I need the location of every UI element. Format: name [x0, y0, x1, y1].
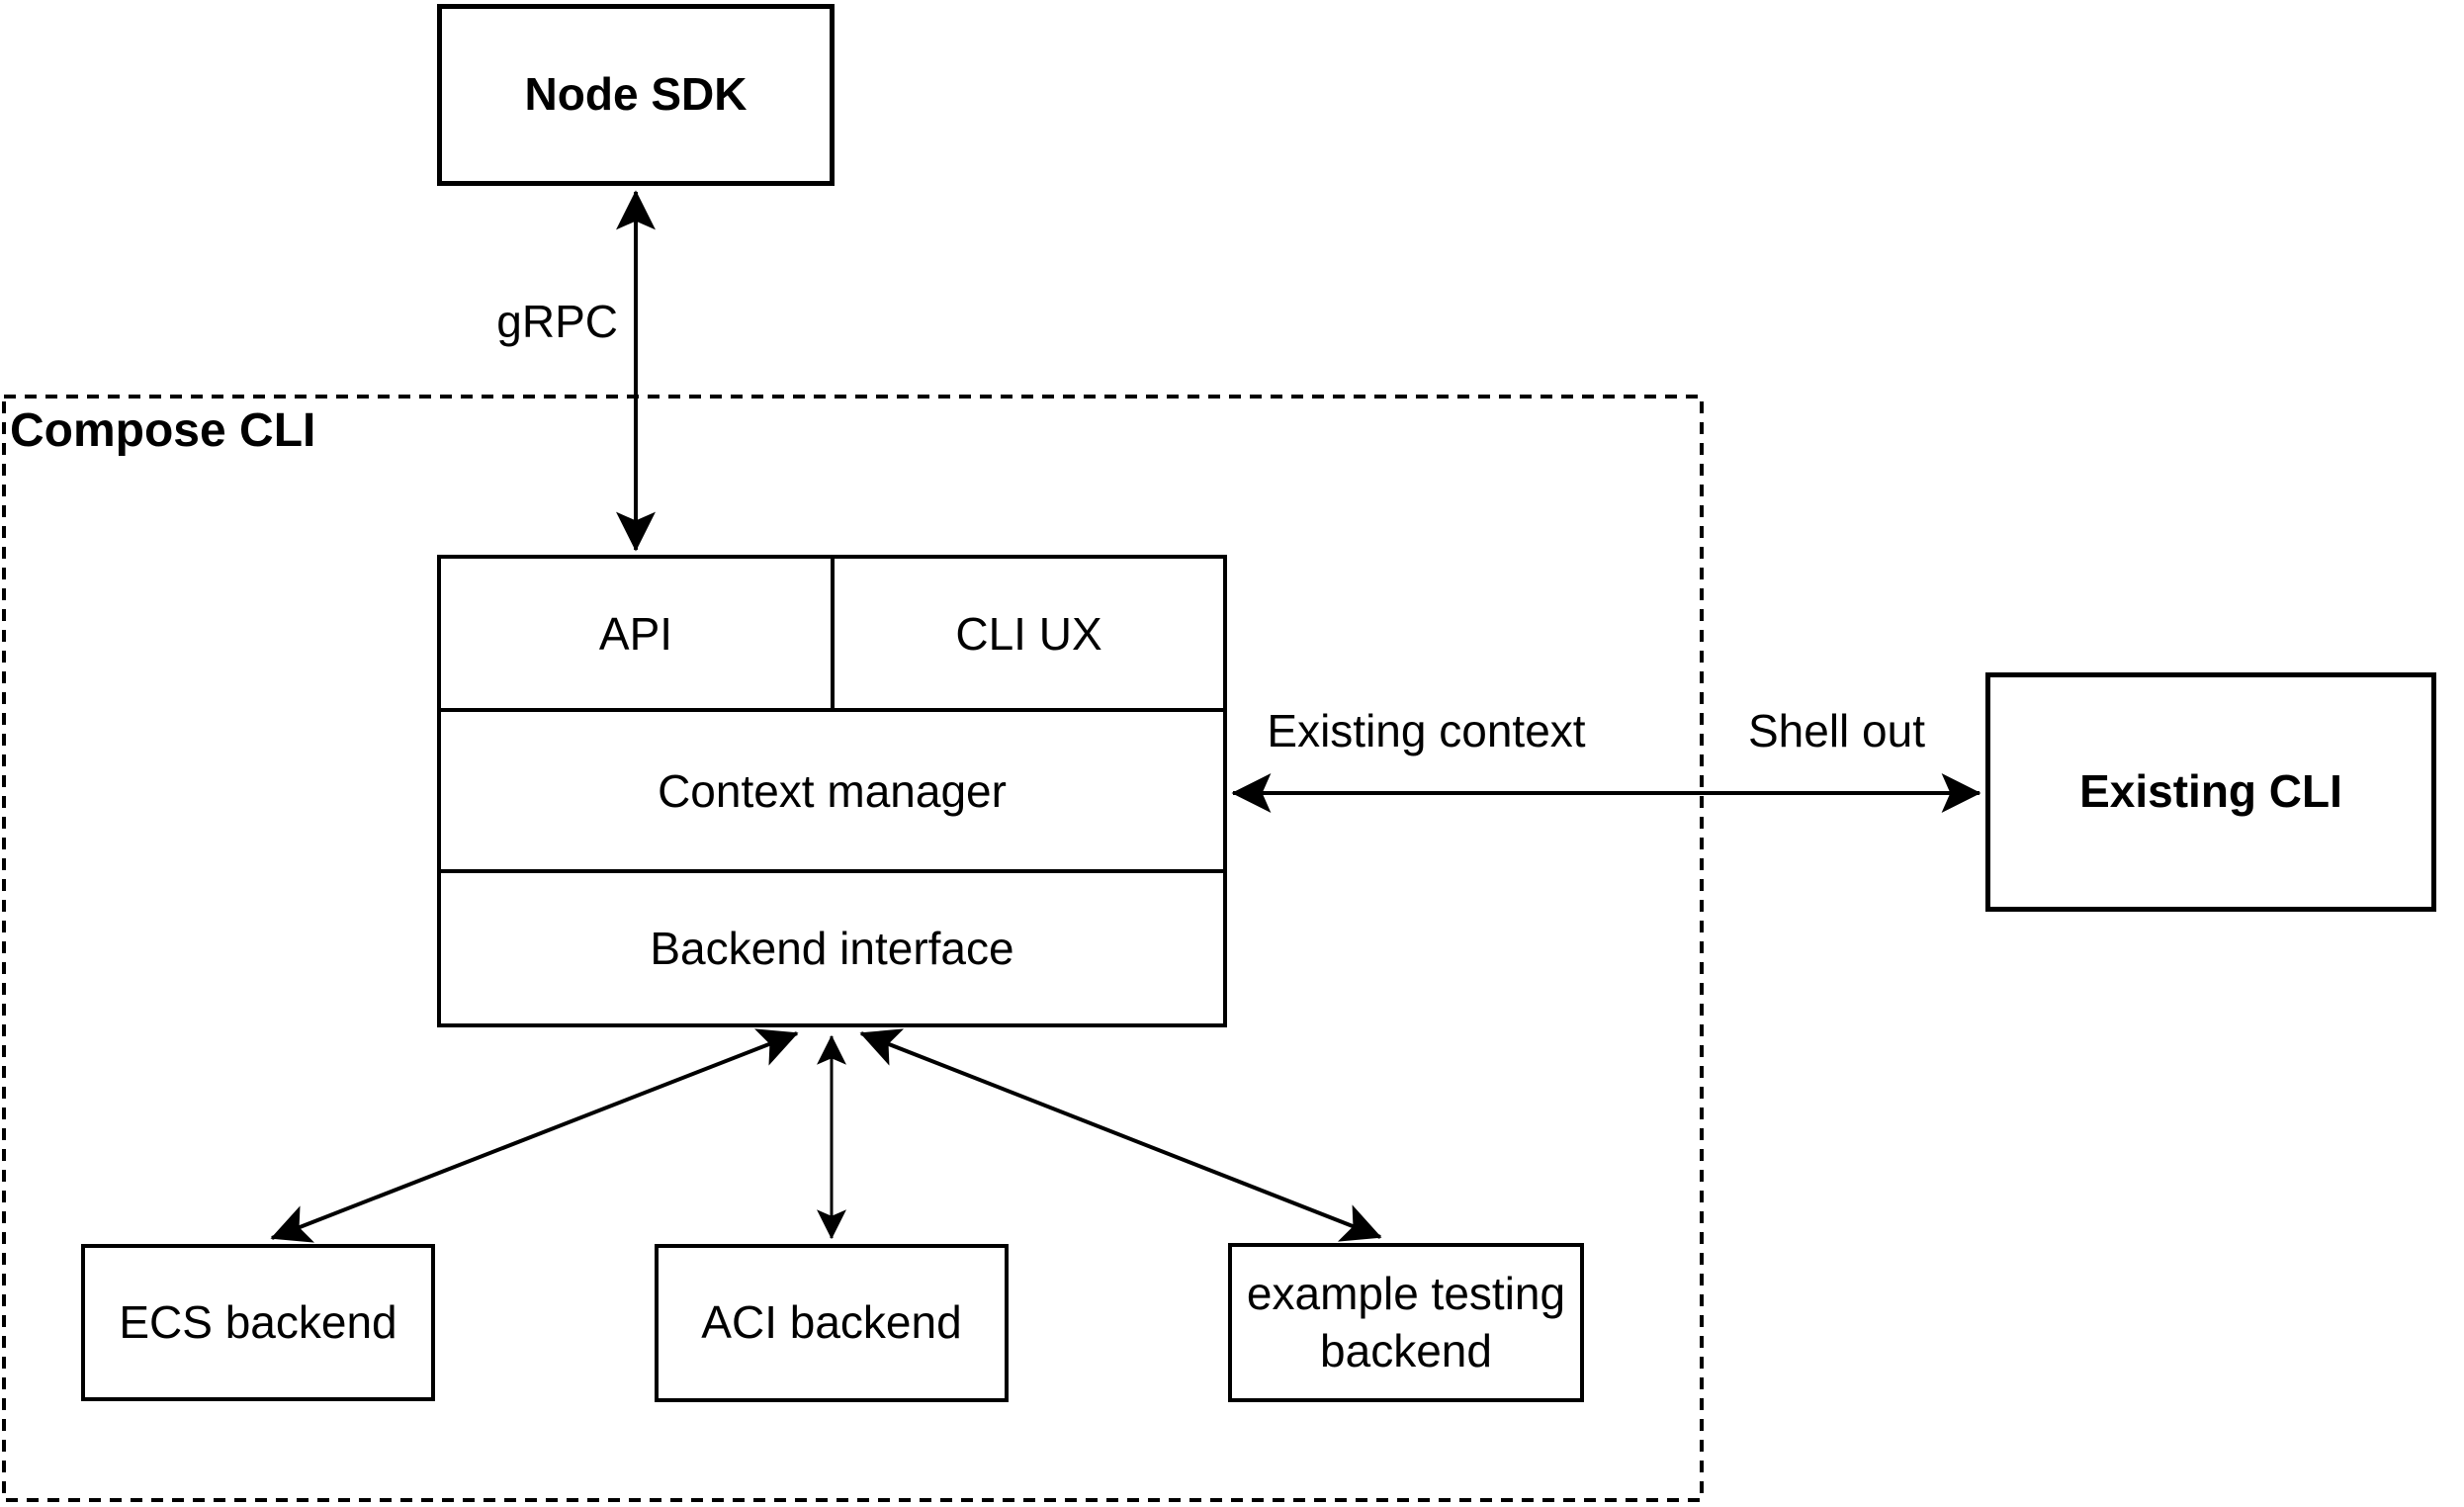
- ecs-backend-arrow: [270, 1028, 799, 1243]
- example-testing-backend-label: example testing backend: [1246, 1268, 1566, 1376]
- top-row: API CLI UX: [441, 559, 1223, 712]
- aci-backend-label: ACI backend: [701, 1296, 962, 1349]
- node-sdk-box: Node SDK: [437, 4, 835, 186]
- api-cell: API: [441, 559, 835, 708]
- aci-backend-box: ACI backend: [655, 1244, 1009, 1402]
- compose-cli-core-box: API CLI UX Context manager Backend inter…: [437, 555, 1227, 1027]
- example-testing-backend-arrow: [859, 1028, 1382, 1242]
- compose-cli-label: Compose CLI: [10, 404, 316, 457]
- ecs-backend-box: ECS backend: [81, 1244, 435, 1401]
- existing-cli-box: Existing CLI: [1985, 672, 2436, 912]
- existing-context-edge-label: Existing context: [1267, 705, 1586, 756]
- backend-interface-cell: Backend interface: [441, 873, 1223, 1023]
- backend-interface-label: Backend interface: [650, 923, 1014, 974]
- cli-ux-label: CLI UX: [955, 607, 1102, 660]
- context-manager-label: Context manager: [658, 764, 1007, 817]
- context-manager-cell: Context manager: [441, 712, 1223, 873]
- example-testing-backend-box: example testing backend: [1228, 1243, 1584, 1402]
- existing-cli-label: Existing CLI: [2079, 765, 2342, 818]
- grpc-edge-label: gRPC: [496, 296, 618, 347]
- node-sdk-label: Node SDK: [524, 68, 748, 121]
- ecs-backend-label: ECS backend: [119, 1295, 397, 1348]
- shell-out-edge-label: Shell out: [1747, 705, 1925, 756]
- cli-ux-cell: CLI UX: [835, 559, 1223, 708]
- api-label: API: [598, 607, 673, 660]
